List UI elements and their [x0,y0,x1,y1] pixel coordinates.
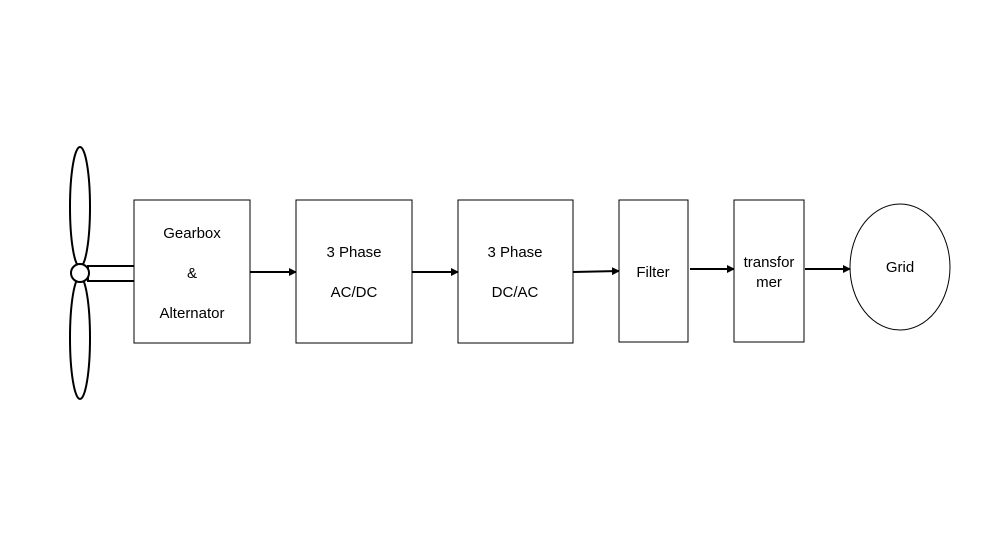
inverter-label-line1: 3 Phase [487,244,542,261]
turbine-rotor-icon [69,146,136,400]
inverter-label-line2: DC/AC [492,284,539,301]
filter-label: Filter [636,264,669,281]
rectifier-label-line1: 3 Phase [326,244,381,261]
gearbox-label-line1: Gearbox [163,225,221,242]
turbine-shaft [87,265,136,282]
grid-node: Grid [849,203,951,331]
inverter-block: 3 Phase DC/AC [457,199,574,344]
gearbox-alternator-block: Gearbox & Alternator [133,199,251,344]
lower-blade [69,276,91,400]
transformer-label-line2: mer [756,274,782,291]
transformer-block: transfor mer [733,199,805,343]
grid-circle [849,203,951,331]
rectifier-block: 3 Phase AC/DC [295,199,413,344]
gearbox-label-line3: Alternator [159,305,224,322]
rotor-hub [70,263,90,283]
gearbox-label-line2: & [187,265,197,282]
arrow-inverter-to-filter [572,267,620,276]
filter-block: Filter [618,199,689,343]
grid-label: Grid [886,259,914,276]
upper-blade [69,146,91,268]
transformer-label-line1: transfor [744,254,795,271]
rectifier-label-line2: AC/DC [331,284,378,301]
